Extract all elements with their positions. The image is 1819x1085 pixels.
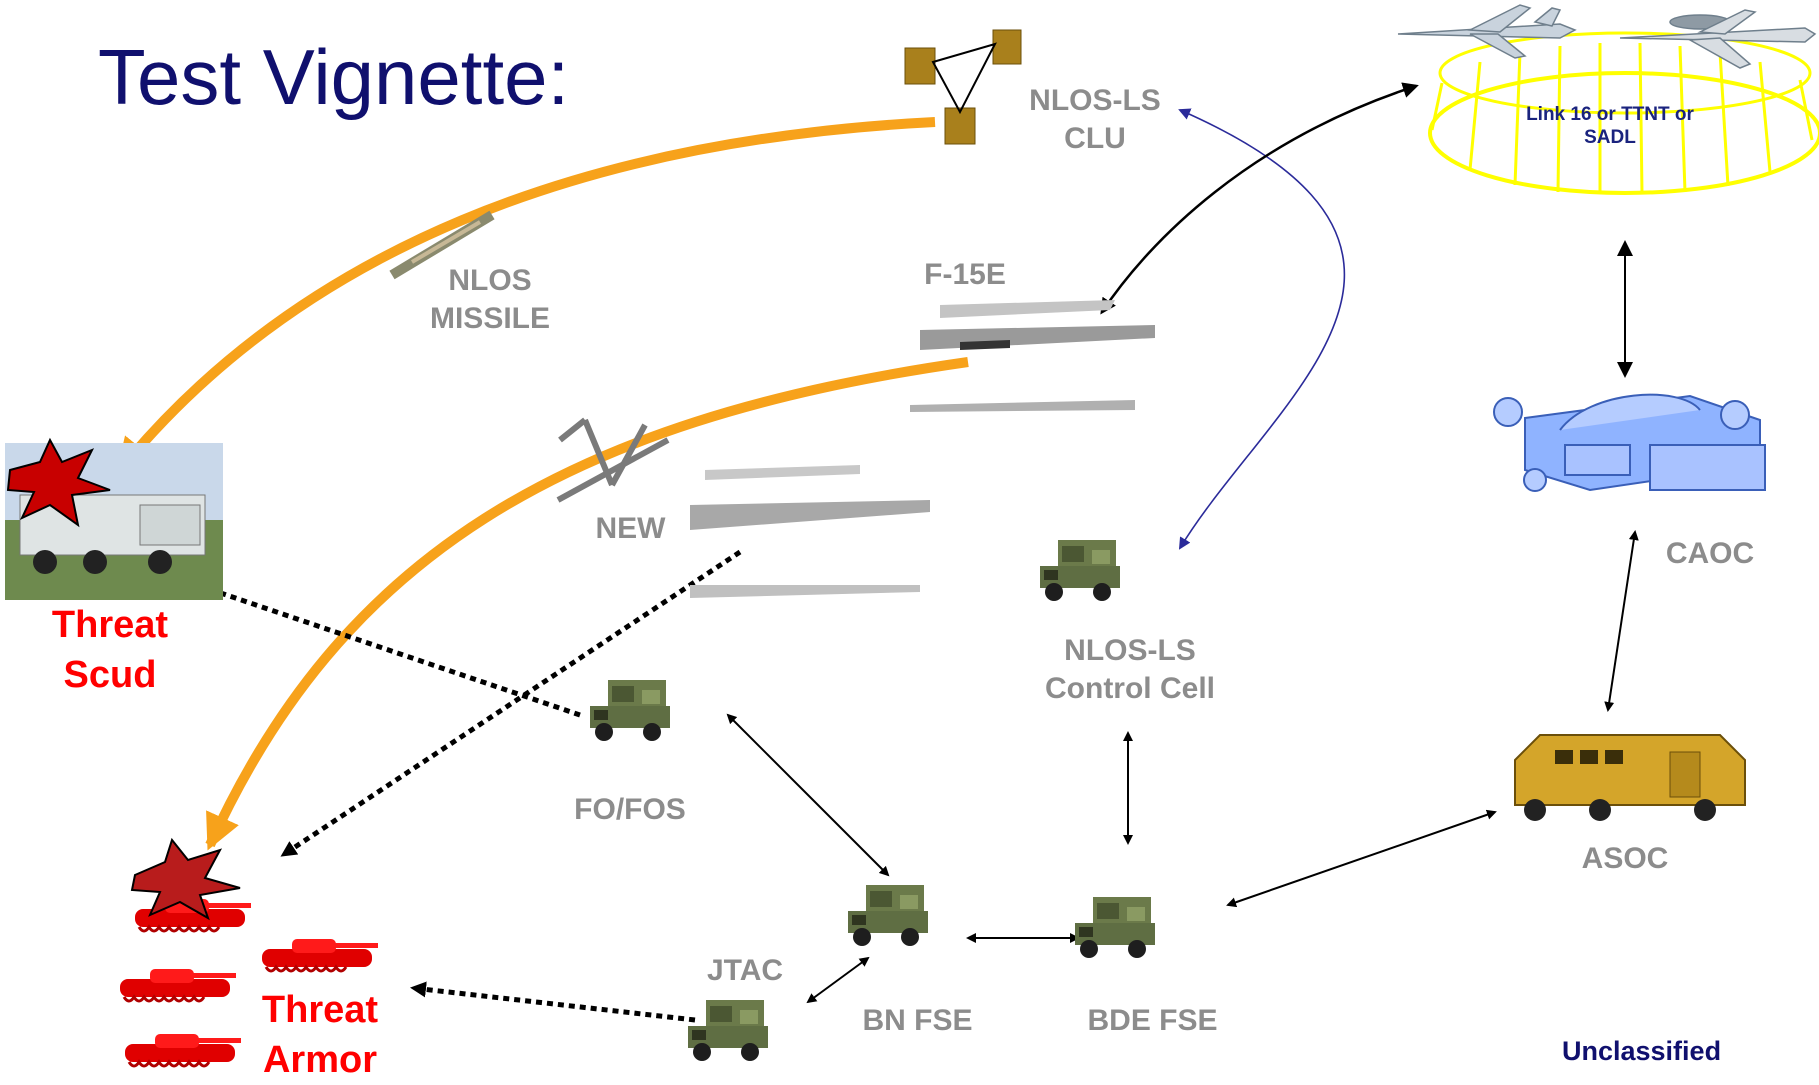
threat-armor-label: Threat Armor: [261, 989, 379, 1081]
bde-fse-label: BDE FSE: [1087, 1004, 1218, 1037]
nlos-missile-icon: [389, 210, 495, 280]
missile-trajectory: [116, 117, 936, 475]
asoc-label: ASOC: [1581, 842, 1669, 875]
scud-explosion-icon: [6, 437, 111, 528]
nlos-missile-label: NLOS MISSILE: [429, 264, 550, 335]
f15e-aircraft-icon: [910, 300, 1155, 412]
bn-fse-label: BN FSE: [862, 1004, 973, 1037]
new-uav-icon: [556, 417, 670, 503]
network-label: Link 16 or TTNT or SADL: [1526, 104, 1694, 148]
clu-container-icon: [904, 29, 1022, 145]
clu-control-link: [1178, 108, 1346, 550]
armor-explosion-icon: [130, 837, 241, 921]
bn-fse-humvee-icon: [848, 885, 928, 946]
new-armor-target-line: [280, 549, 742, 858]
link16-ring-icon: [1428, 31, 1819, 195]
caoc-building-icon: [1493, 393, 1766, 492]
link16-f15e-link: [1100, 82, 1419, 315]
new-streak-icon: [690, 465, 930, 598]
nlos-ls-clu-label: NLOS-LS CLU: [1029, 84, 1161, 155]
caoc-asoc-link: [1604, 530, 1639, 712]
tanker-aircraft-icon: [1397, 4, 1577, 59]
armor-tank-icon: [260, 937, 380, 973]
awacs-aircraft-icon: [1619, 9, 1817, 69]
strike-trajectory: [205, 357, 969, 851]
fo-scud-target-line: [200, 583, 581, 718]
armor-tank-icon: [118, 967, 238, 1003]
jtac-armor-target-line: [410, 981, 696, 1023]
page-title: Test Vignette:: [98, 33, 570, 121]
new-label: NEW: [595, 512, 666, 545]
asoc-truck-icon: [1514, 734, 1746, 821]
fo-bn-link: [726, 713, 890, 877]
jtac-label: JTAC: [706, 954, 784, 987]
control-cell-label: NLOS-LS Control Cell: [1045, 634, 1215, 705]
jtac-humvee-icon: [688, 1000, 768, 1061]
fo-fos-label: FO/FOS: [574, 793, 686, 826]
scud-launcher-photo: [5, 437, 223, 600]
threat-scud-label: Threat Scud: [51, 604, 169, 696]
control-cell-humvee-icon: [1040, 540, 1120, 601]
armor-tank-icon: [123, 1032, 243, 1068]
fo-humvee-icon: [590, 680, 670, 741]
caoc-label: CAOC: [1665, 537, 1755, 570]
bde-fse-humvee-icon: [1075, 897, 1155, 958]
bde-asoc-link: [1226, 809, 1497, 908]
classification-marking: Unclassified: [1562, 1036, 1722, 1066]
jtac-bn-link: [806, 956, 870, 1004]
f15e-label: F-15E: [924, 258, 1006, 291]
